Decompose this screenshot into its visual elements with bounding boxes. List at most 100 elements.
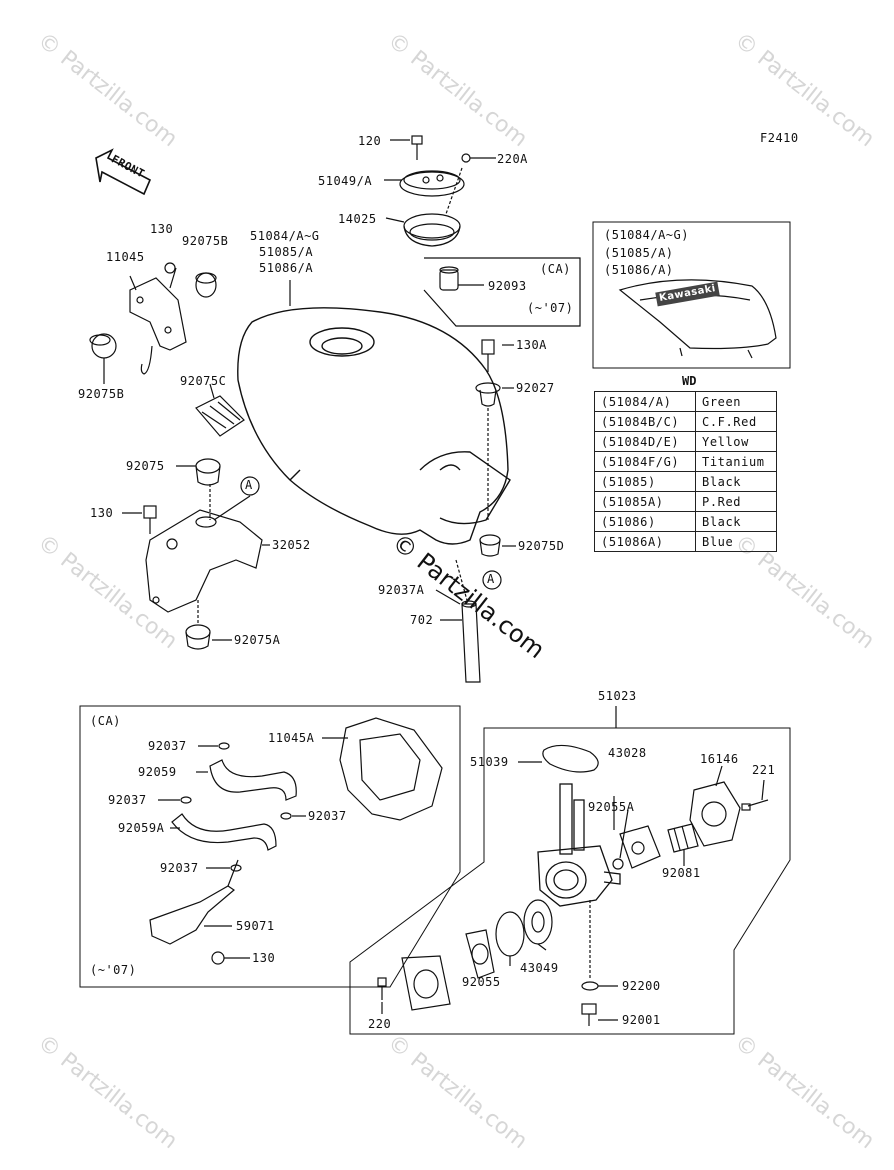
region-label: (CA) [540,262,571,276]
table-cell-color: Black [695,471,777,492]
rubber-92075B-icon [89,272,217,359]
part-label[interactable]: 130 [252,951,276,965]
part-label[interactable]: 16146 [700,752,739,766]
part-label[interactable]: 92075D [518,539,565,553]
part-label[interactable]: 51085/A [259,245,314,259]
part-label[interactable]: 92055 [462,975,501,989]
reference-label: A [487,572,495,586]
reference-a-circle-icon [240,476,260,496]
part-label[interactable]: 221 [752,763,776,777]
fuel-tap-icon [537,783,621,907]
bracket-32052-icon [145,509,263,613]
part-label[interactable]: 51084/A~G [250,229,320,243]
part-label[interactable]: 220A [497,152,528,166]
part-label[interactable]: 92059A [118,821,165,835]
table-cell-code: (51085A) [594,491,696,512]
inset-line: (51084/A~G) [604,228,689,242]
gasket-51039-icon [542,744,599,773]
part-label[interactable]: 43049 [520,961,559,975]
part-label[interactable]: 92027 [516,381,555,395]
table-row: (51085)Black [594,471,777,492]
part-label[interactable]: 14025 [338,212,377,226]
reference-label: A [245,478,253,492]
part-label[interactable]: 92037A [378,583,425,597]
table-cell-color: Titanium [695,451,777,472]
part-label[interactable]: 92055A [588,800,635,814]
drain-92093-icon [439,266,459,291]
part-label[interactable]: 51049/A [318,174,373,188]
part-label[interactable]: 92200 [622,979,661,993]
table-cell-code: (51084F/G) [594,451,696,472]
wd-table-title: WD [682,374,697,388]
table-cell-code: (51084/A) [594,391,696,412]
washer-92200-icon [581,981,599,991]
screw-220-icon [377,977,387,1000]
part-label[interactable]: 32052 [272,538,311,552]
screw-220A-icon [461,153,496,163]
table-row: (51084D/E)Yellow [594,431,777,452]
front-arrow-icon [95,148,152,196]
part-label[interactable]: 92075B [182,234,229,248]
part-label[interactable]: 43028 [608,746,647,760]
part-label[interactable]: 92037 [308,809,347,823]
part-label[interactable]: 11045 [106,250,145,264]
plate-icon [401,955,451,1011]
screw-221-icon [741,799,769,811]
bolt-130-icon [164,262,177,289]
part-label[interactable]: 92075B [78,387,125,401]
part-label[interactable]: 92075C [180,374,227,388]
part-label[interactable]: 92093 [488,279,527,293]
bracket-11045-icon [129,277,187,375]
collar-92027-icon [475,382,501,407]
part-label[interactable]: 59071 [236,919,275,933]
part-label[interactable]: 92001 [622,1013,661,1027]
table-cell-code: (51086A) [594,531,696,552]
part-label[interactable]: 92059 [138,765,177,779]
part-label[interactable]: 51086/A [259,261,314,275]
part-label[interactable]: 130A [516,338,547,352]
hose-702-icon [461,600,481,683]
diaphragm-43049-icon [523,899,553,945]
region-label: (~'07) [90,963,137,977]
table-cell-code: (51084B/C) [594,411,696,432]
spring-92081-icon [667,823,699,853]
hose-92059-icon [209,759,297,801]
pipe-59071-icon [149,859,239,945]
hose-92059A-icon [171,813,277,851]
part-label[interactable]: 130 [150,222,174,236]
part-label[interactable]: 92037 [108,793,147,807]
table-cell-code: (51084D/E) [594,431,696,452]
part-label[interactable]: 11045A [268,731,315,745]
table-cell-color: Yellow [695,431,777,452]
plate-43028-icon [619,825,661,869]
part-label[interactable]: 92037 [148,739,187,753]
rubber-strip-92075C-icon [195,395,245,437]
part-label[interactable]: 92075A [234,633,281,647]
oring-92055-icon [495,911,525,957]
bolt-130-icon [143,505,157,534]
gasket-14025-icon [403,213,461,247]
part-label[interactable]: 92081 [662,866,701,880]
part-label[interactable]: 220 [368,1017,392,1031]
table-cell-color: Black [695,511,777,532]
cap-51049-icon [399,170,465,197]
inset-line: (51086/A) [604,263,674,277]
lever-icon [465,929,495,979]
part-label[interactable]: 51023 [598,689,637,703]
part-label[interactable]: 702 [410,613,434,627]
region-label: (~'07) [527,301,574,315]
part-label[interactable]: 130 [90,506,114,520]
part-label[interactable]: 51039 [470,755,509,769]
region-label: (CA) [90,714,121,728]
part-label[interactable]: 92075 [126,459,165,473]
reference-a-circle-icon [482,570,502,590]
rubber-92075A-icon [185,624,211,650]
part-label[interactable]: 120 [358,134,382,148]
inset-line: (51085/A) [604,246,674,260]
rubber-92075-icon [195,458,221,486]
bolt-92001-icon [581,1003,597,1026]
table-row: (51084/A)Green [594,391,777,412]
part-label[interactable]: 92037 [160,861,199,875]
clamp-92037-icons [180,742,292,872]
table-cell-code: (51085) [594,471,696,492]
